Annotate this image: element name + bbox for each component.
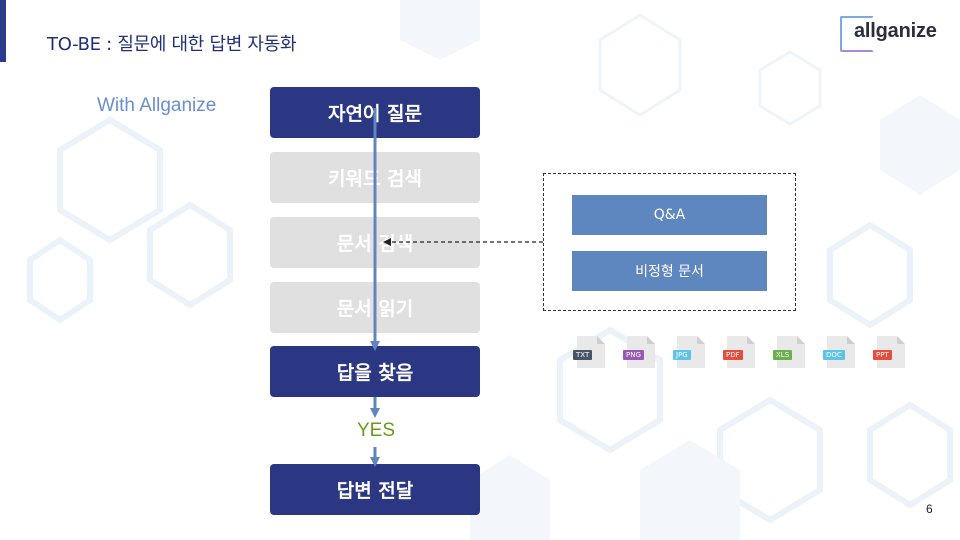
step-natural-language-question: 자연어 질문: [270, 87, 480, 138]
ppt-file-tag: PPT: [873, 350, 892, 360]
ppt-file-icon: PPT: [873, 336, 905, 368]
page-number: 6: [926, 502, 933, 516]
txt-file-icon: TXT: [573, 336, 605, 368]
source-qa: Q&A: [572, 195, 767, 235]
source-unstructured-docs: 비정형 문서: [572, 251, 767, 291]
jpg-file-tag: JPG: [673, 350, 691, 360]
step-answer-delivery: 답변 전달: [270, 464, 480, 515]
logo-frame-icon: [840, 16, 874, 52]
doc-file-icon: DOC: [823, 336, 855, 368]
xls-file-tag: XLS: [773, 350, 793, 360]
doc-file-tag: DOC: [823, 350, 845, 360]
allganize-logo: allganize: [840, 16, 938, 52]
step-keyword-search: 키워드 검색: [270, 152, 480, 203]
png-file-icon: PNG: [623, 336, 655, 368]
logo-text: allganize: [854, 20, 937, 42]
knowledge-source-box: [543, 173, 796, 311]
pdf-file-icon: PDF: [723, 336, 755, 368]
page-title: TO-BE : 질문에 대한 답변 자동화: [47, 34, 297, 55]
xls-file-icon: XLS: [773, 336, 805, 368]
pdf-file-tag: PDF: [723, 350, 743, 360]
txt-file-tag: TXT: [573, 350, 593, 360]
header-accent-bar: [0, 0, 6, 62]
condition-yes-label: YES: [356, 420, 396, 441]
step-document-reading: 문서 읽기: [270, 282, 480, 333]
subtitle: With Allganize: [97, 95, 217, 116]
step-document-search: 문서 검색: [270, 217, 480, 268]
jpg-file-icon: JPG: [673, 336, 705, 368]
step-answer-found: 답을 찾음: [270, 346, 480, 397]
png-file-tag: PNG: [623, 350, 644, 360]
